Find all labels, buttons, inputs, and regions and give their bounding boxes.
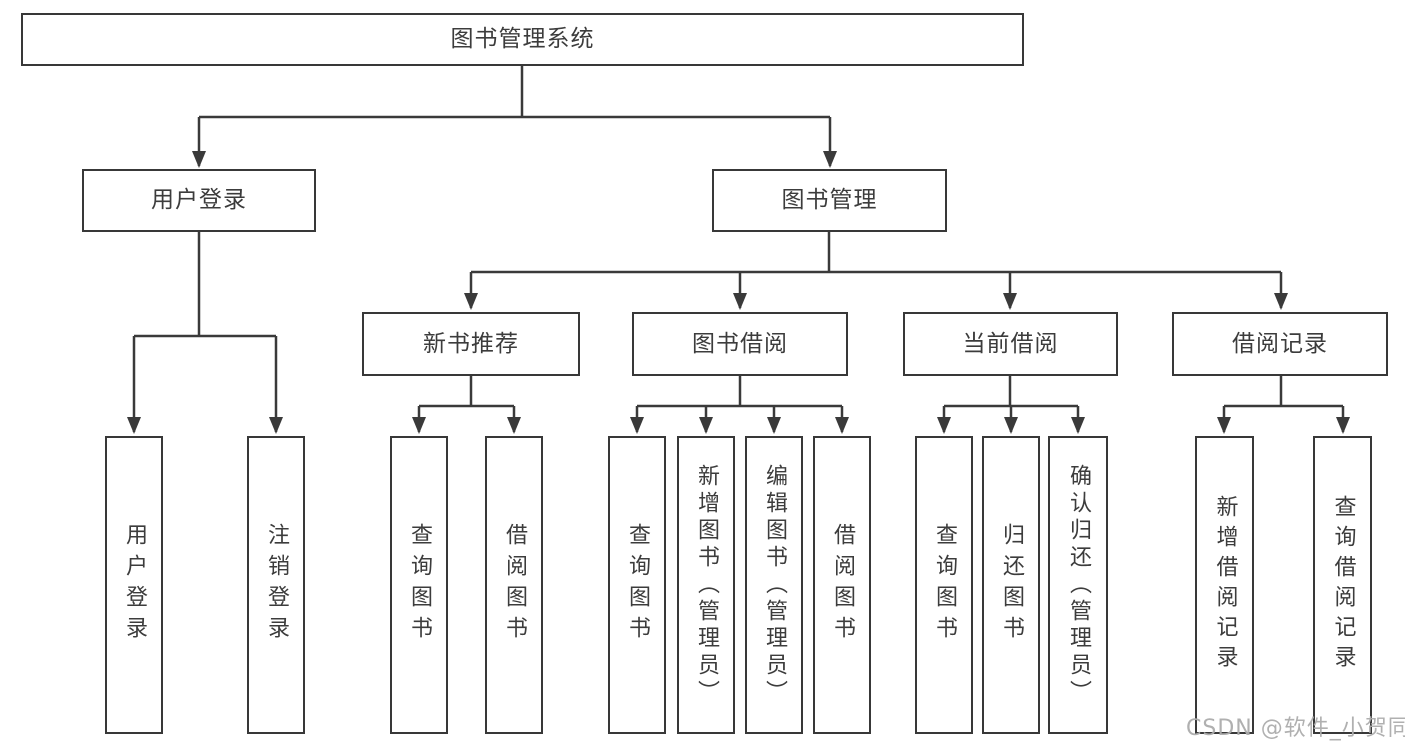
leaf-query-books-borrow-label: 查询图书 [625,523,650,647]
leaf-edit-book-admin-label: 编辑图书（管理员） [762,463,787,707]
node-user-login: 用户登录 [82,169,316,232]
leaf-add-borrow-record: 新增借阅记录 [1195,436,1254,734]
leaf-logout: 注销登录 [247,436,305,734]
leaf-query-books-borrow: 查询图书 [608,436,666,734]
node-borrow-records: 借阅记录 [1172,312,1388,376]
leaf-borrow-books-recommend-label: 借阅图书 [502,523,527,647]
leaf-borrow-books-label: 借阅图书 [830,523,855,647]
leaf-edit-book-admin: 编辑图书（管理员） [745,436,803,734]
node-new-book-recommend: 新书推荐 [362,312,580,376]
leaf-borrow-books-recommend: 借阅图书 [485,436,543,734]
leaf-add-book-admin: 新增图书（管理员） [677,436,735,734]
node-current-borrow: 当前借阅 [903,312,1118,376]
leaf-confirm-return-admin-label: 确认归还（管理员） [1066,463,1091,707]
leaf-query-books-recommend: 查询图书 [390,436,448,734]
leaf-user-login-label: 用户登录 [122,523,147,647]
leaf-query-books-current: 查询图书 [915,436,973,734]
leaf-query-books-current-label: 查询图书 [932,523,957,647]
leaf-borrow-books: 借阅图书 [813,436,871,734]
leaf-return-book-label: 归还图书 [999,523,1024,647]
leaf-add-book-admin-label: 新增图书（管理员） [694,463,719,707]
csdn-watermark: CSDN @软件_小贺同学 [1186,716,1405,741]
leaf-query-borrow-record-label: 查询借阅记录 [1330,495,1356,675]
leaf-return-book: 归还图书 [982,436,1040,734]
leaf-add-borrow-record-label: 新增借阅记录 [1212,495,1238,675]
leaf-query-books-recommend-label: 查询图书 [407,523,432,647]
leaf-query-borrow-record: 查询借阅记录 [1313,436,1372,734]
leaf-logout-label: 注销登录 [264,523,289,647]
node-book-borrow: 图书借阅 [632,312,848,376]
node-book-management: 图书管理 [712,169,947,232]
node-library-system: 图书管理系统 [21,13,1024,66]
leaf-user-login: 用户登录 [105,436,163,734]
leaf-confirm-return-admin: 确认归还（管理员） [1048,436,1108,734]
